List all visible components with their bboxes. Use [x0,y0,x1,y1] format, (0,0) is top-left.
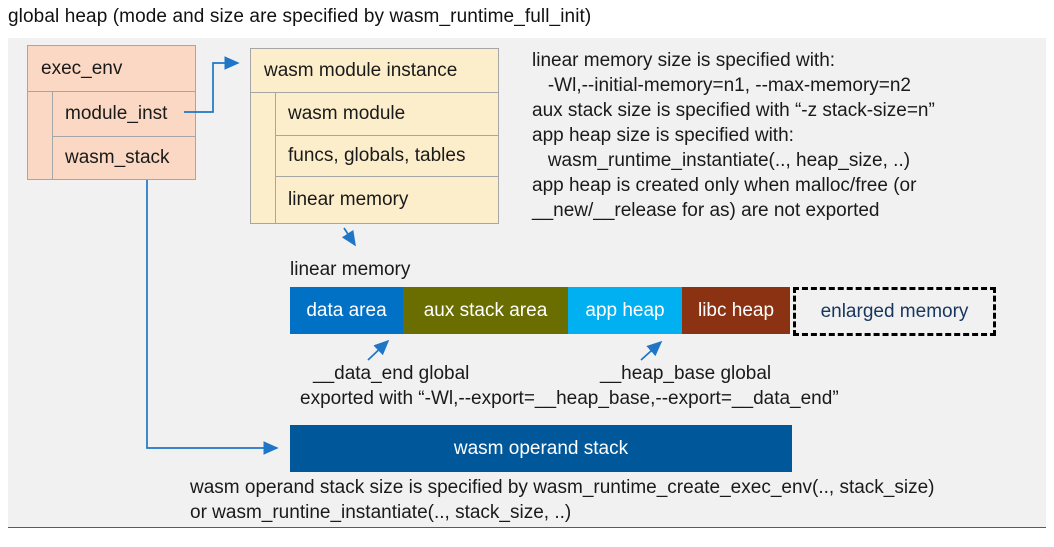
segment-app-heap: app heap [568,287,682,334]
note-line: app heap is created only when malloc/fre… [532,175,917,196]
wasm-module-instance-box: wasm module instance wasm module funcs, … [250,48,499,224]
note-line: -Wl,--initial-memory=n1, --max-memory=n2 [532,75,911,96]
note-line: __new/__release for as) are not exported [532,200,880,221]
wasm-module-instance-body: wasm module funcs, globals, tables linea… [251,93,498,223]
note-line: or wasm_runtine_instantiate(.., stack_si… [190,502,572,523]
exec-env-row-wasm-stack: wasm_stack [65,147,170,169]
exec-env-box: exec_env module_inst wasm_stack [27,45,196,180]
row-funcs-globals-tables: funcs, globals, tables [276,136,498,178]
note-line: wasm_runtime_instantiate(.., heap_size, … [532,150,911,171]
row-linear-memory: linear memory [288,189,409,211]
note-line: app heap size is specified with: [532,125,794,146]
segment-data-area: data area [290,287,403,334]
notes-operand-stack-size: wasm operand stack size is specified by … [190,475,935,525]
linear-memory-label: linear memory [290,259,411,280]
linear-memory-bar: data area aux stack area app heap libc h… [290,287,790,334]
segment-aux-stack-area: aux stack area [403,287,568,334]
exported-with-label: exported with “-Wl,--export=__heap_base,… [300,388,839,409]
exec-env-row-module-inst: module_inst [53,92,195,138]
wasm-module-instance-gutter [251,93,276,223]
exec-env-header: exec_env [28,46,195,92]
heap-base-global-label: __heap_base global [600,363,772,384]
note-line: aux stack size is specified with “-z sta… [532,100,935,121]
notes-memory-sizes: linear memory size is specified with: -W… [532,48,935,223]
wasm-module-instance-header: wasm module instance [251,49,498,93]
note-line: wasm operand stack size is specified by … [190,477,935,498]
segment-libc-heap: libc heap [682,287,790,334]
wasm-operand-stack-bar: wasm operand stack [290,425,792,472]
wasm-module-instance-rows: wasm module funcs, globals, tables linea… [276,93,498,223]
diagram-background: exec_env module_inst wasm_stack wasm mod… [8,38,1046,528]
exec-env-rows: module_inst wasm_stack [53,92,195,179]
data-end-global-label: __data_end global [313,363,470,384]
diagram-title: global heap (mode and size are specified… [8,6,592,27]
exec-env-gutter [28,92,53,179]
enlarged-memory-box: enlarged memory [793,287,996,336]
row-wasm-module: wasm module [276,93,498,137]
exec-env-body: module_inst wasm_stack [28,92,195,179]
note-line: linear memory size is specified with: [532,50,836,71]
